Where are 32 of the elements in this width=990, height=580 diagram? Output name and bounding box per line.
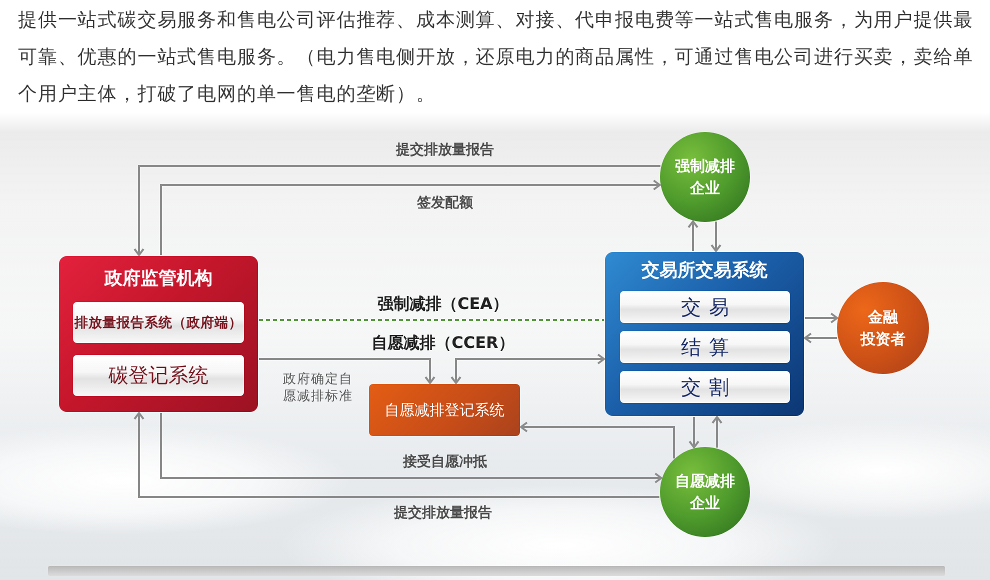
arrow: [712, 416, 722, 448]
edge-label: 提交排放量报告: [394, 505, 492, 521]
arrow: [688, 220, 698, 251]
arrow: [160, 180, 661, 255]
arrow: [520, 422, 675, 458]
arrow: [710, 222, 722, 252]
note-text: 政府确定自愿减排标准: [283, 371, 354, 405]
module-box: 交割: [620, 371, 790, 403]
arrow: [805, 312, 838, 324]
arrow: [134, 412, 660, 498]
module-box: 碳登记系统: [73, 355, 244, 396]
arrow: [160, 413, 662, 484]
module-box: 结算: [620, 331, 790, 363]
system-panel: [59, 256, 258, 412]
edge-label: 提交排放量报告: [396, 142, 494, 158]
arrow: [134, 165, 660, 256]
edge-label: 强制减排（CEA）: [377, 295, 509, 313]
intro-paragraph: 提供一站式碳交易服务和售电公司评估推荐、成本测算、对接、代申报电费等一站式售电服务，为用户提供最可靠、优惠的一站式售电服务。（电力售电侧开放，还原电力的商品属性，可通过售电公司进行买卖，卖给单个用户主体，打破了电网的单一售电的垄断）。: [18, 8, 974, 107]
edge-label: 自愿减排（CCER）: [372, 334, 514, 352]
module-box: 排放量报告系统（政府端）: [73, 302, 244, 343]
arrow: [804, 332, 838, 344]
panel-heading: 政府监管机构: [104, 268, 212, 290]
arrow: [688, 417, 700, 448]
system-panel: [605, 252, 804, 416]
arrow: [259, 358, 436, 384]
process-box: 自愿减排登记系统: [369, 384, 520, 436]
double-arrow: [450, 354, 605, 384]
panel-heading: 交易所交易系统: [642, 260, 768, 282]
edge-label: 签发配额: [417, 195, 473, 211]
module-box: 交易: [620, 291, 790, 323]
edge-label: 接受自愿冲抵: [403, 454, 487, 470]
dashed-line: [259, 319, 604, 321]
